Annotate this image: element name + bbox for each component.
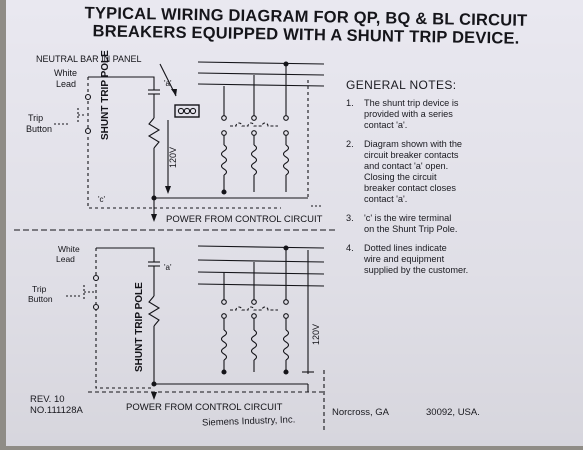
zip-label: 30092, USA.: [426, 407, 480, 418]
top-voltage-label: 120V: [168, 147, 178, 168]
white-lead-label: White: [54, 68, 77, 78]
notes-heading: GENERAL NOTES:: [346, 78, 457, 92]
bottom-diagram: White Lead Trip Button 'a' SHUNT TRIP PO…: [28, 244, 325, 430]
note-item: 2. Diagram shown with the circuit breake…: [346, 139, 463, 204]
bottom-trip-button-label: Trip: [32, 284, 47, 294]
bottom-white-lead-label: White: [58, 244, 80, 254]
top-dotted-lead: [87, 77, 154, 209]
bottom-trip-button-contact[interactable]: [92, 274, 100, 282]
revision-label: REV. 10: [30, 394, 65, 405]
note-item: 4. Dotted lines indicate wire and equipm…: [346, 243, 469, 275]
wiring-diagram: NEUTRAL BAR IN PANEL White Lead Trip But…: [14, 50, 336, 430]
svg-text:Lead: Lead: [56, 79, 76, 89]
svg-text:Button: Button: [28, 294, 53, 304]
general-notes: GENERAL NOTES: 1. The shunt trip device …: [346, 78, 546, 284]
trip-button-label: Trip: [28, 113, 43, 123]
top-power-label: POWER FROM CONTROL CIRCUIT: [166, 214, 323, 225]
city-label: Norcross, GA: [332, 407, 390, 418]
document-number: NO.111128A: [30, 405, 83, 416]
top-breaker-poles: [220, 64, 290, 195]
neutral-bar-label: NEUTRAL BAR IN PANEL: [36, 54, 142, 64]
svg-text:Lead: Lead: [56, 254, 75, 264]
neutral-bar-terminal: [174, 104, 200, 118]
terminal-c-label: 'c': [98, 195, 106, 204]
shunt-trip-pole-label: SHUNT TRIP POLE: [100, 50, 111, 140]
wiring-diagram-sheet: TYPICAL WIRING DIAGRAM FOR QP, BQ & BL C…: [6, 0, 583, 446]
bottom-contact-a-label: 'a': [164, 263, 172, 272]
svg-text:Button: Button: [26, 124, 52, 134]
contact-a-label: 'a': [164, 79, 172, 88]
note-item: 1. The shunt trip device is provided wit…: [346, 98, 459, 130]
bottom-breaker-poles: [220, 248, 290, 375]
top-diagram: NEUTRAL BAR IN PANEL White Lead Trip But…: [14, 50, 336, 231]
bottom-shunt-trip-pole-label: SHUNT TRIP POLE: [134, 282, 145, 372]
bottom-voltage-label: 120V: [311, 324, 321, 345]
bottom-power-label: POWER FROM CONTROL CIRCUIT: [126, 402, 283, 413]
trip-button-contact[interactable]: [84, 93, 92, 101]
note-item: 3. 'c' is the wire terminal on the Shunt…: [346, 213, 458, 234]
